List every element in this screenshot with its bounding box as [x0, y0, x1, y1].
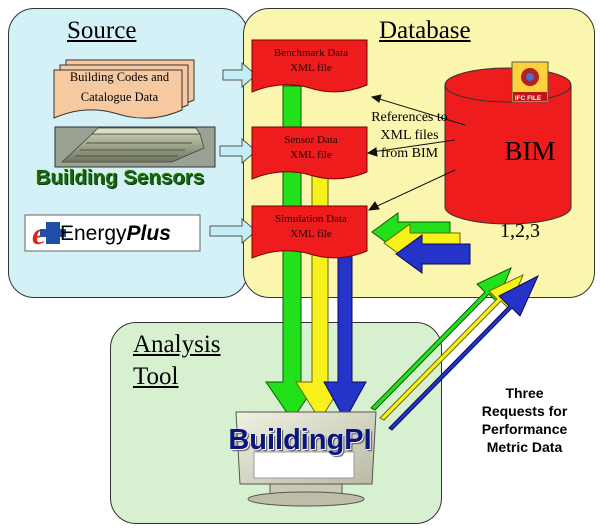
svg-text:e: e [32, 216, 46, 251]
simulation-xml-label-line1: Simulation Data [275, 213, 347, 225]
energyplus-label: EnergyPlus [60, 222, 171, 246]
arrow-codes-to-benchmark [222, 61, 257, 89]
three-requests-note-line4: Metric Data [486, 439, 563, 455]
sensor-xml-label-line1: Sensor Data [284, 134, 338, 146]
energyplus-logo-icon: e [24, 214, 201, 252]
benchmark-xml-label: Benchmark Data XML file [256, 46, 366, 76]
benchmark-xml-label-line2: XML file [290, 62, 332, 74]
simulation-xml-label-line2: XML file [290, 228, 332, 240]
source-title: Source [67, 17, 137, 44]
analysis-title-line1: Analysis [133, 331, 221, 358]
request-arrow-blue [395, 234, 471, 274]
reference-arrows [366, 94, 466, 211]
building-codes-label: Building Codes and Catalogue Data [57, 67, 182, 107]
sensor-xml-label-line2: XML file [290, 149, 332, 161]
buildingpi-app-name: BuildingPI [228, 424, 372, 456]
building-sensors-icon [54, 126, 216, 168]
benchmark-xml-file-icon [251, 39, 368, 93]
building-codes-label-line2: Catalogue Data [80, 90, 159, 104]
energyplus-label-bold: Plus [126, 222, 171, 245]
arrow-sensors-to-sensor-data [219, 137, 257, 165]
computer-monitor-icon [235, 411, 377, 507]
blue-data-arrow [323, 247, 367, 422]
source-to-database-arrows [209, 61, 257, 245]
benchmark-xml-label-line1: Benchmark Data [273, 47, 349, 59]
arrow-energyplus-to-simulation [209, 217, 257, 245]
building-sensors-label: Building Sensors [35, 166, 205, 189]
references-label-line3: from BIM [380, 146, 439, 161]
database-title: Database [379, 17, 471, 44]
simulation-xml-label: Simulation Data XML file [256, 212, 366, 242]
ifc-file-label: IFC FILE [514, 95, 542, 102]
building-codes-label-line1: Building Codes and [69, 70, 170, 84]
analysis-title-line2: Tool [133, 363, 179, 390]
simulation-xml-file-icon [251, 205, 368, 259]
energyplus-label-regular: Energy [60, 222, 127, 245]
three-requests-note-line1: Three [505, 385, 544, 401]
bim-label: BIM [504, 136, 556, 166]
sensor-xml-label: Sensor Data XML file [256, 133, 366, 163]
sensor-xml-file-icon [251, 126, 368, 180]
references-label-line2: XML files [380, 128, 439, 143]
three-requests-note: Three Requests for Performance Metric Da… [462, 384, 587, 456]
ifc-file-icon [511, 61, 549, 103]
requests-number-label: 1,2,3 [500, 220, 540, 242]
diagonal-request-arrow-blue [388, 274, 540, 431]
three-requests-note-line2: Requests for [481, 403, 568, 419]
three-requests-note-line3: Performance [481, 421, 568, 437]
references-label-line1: References to [371, 110, 448, 125]
references-label: References to XML files from BIM [367, 109, 452, 163]
building-codes-document-icon [53, 59, 195, 119]
